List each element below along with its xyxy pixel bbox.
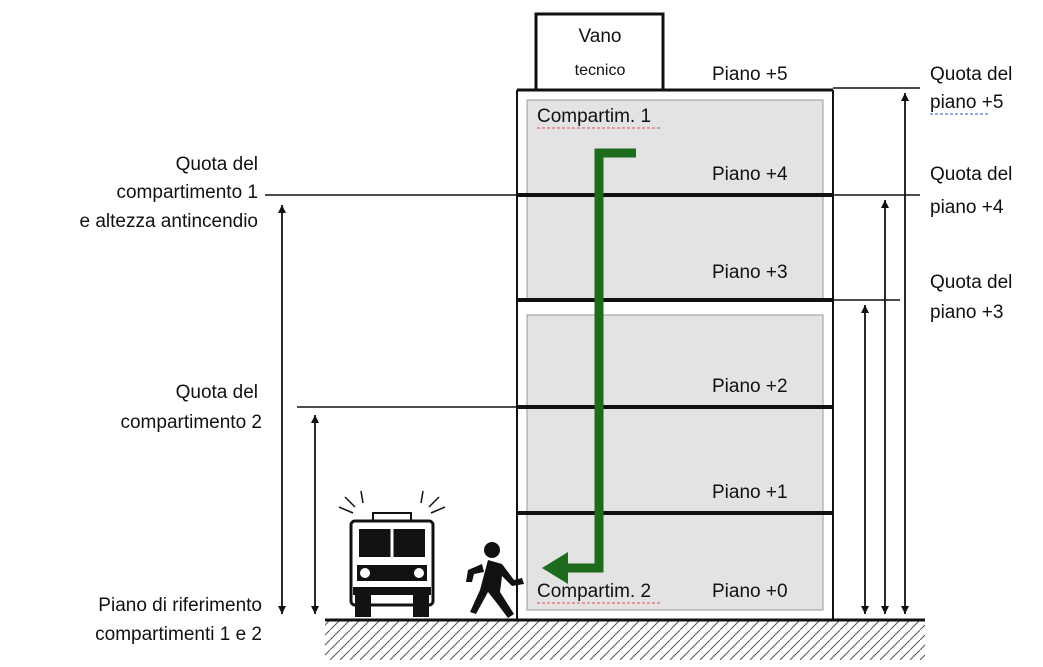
floor-label-piano-4: Piano +4	[712, 164, 788, 185]
technical-room-label-2: tecnico	[575, 62, 626, 79]
right-labels: Quota del piano +5 Quota del piano +4 Qu…	[930, 64, 1012, 323]
label-piano-riferimento-l1: Piano di riferimento	[98, 595, 262, 616]
label-quota-piano-5-l1: Quota del	[930, 64, 1012, 85]
running-person-icon	[466, 542, 524, 618]
label-quota-compartimento-1-l1: Quota del	[176, 154, 258, 175]
label-quota-piano-4-l1: Quota del	[930, 164, 1012, 185]
technical-room: Vano tecnico	[534, 12, 665, 92]
fire-truck-icon	[338, 490, 446, 617]
floor-label-piano-1: Piano +1	[712, 482, 788, 503]
compartment-2-area	[526, 314, 824, 611]
label-piano-riferimento-l2: compartimenti 1 e 2	[95, 624, 262, 645]
compartment-1-label: Compartim. 1	[537, 106, 651, 127]
label-quota-piano-3-l2: piano +3	[930, 302, 1003, 323]
label-quota-compartimento-2-l1: Quota del	[176, 382, 258, 403]
label-quota-compartimento-1-l2: compartimento 1	[116, 182, 258, 203]
label-quota-piano-3-l1: Quota del	[930, 272, 1012, 293]
compartment-2-label: Compartim. 2	[537, 581, 651, 602]
floor-label-piano-0: Piano +0	[712, 581, 788, 602]
ground	[325, 618, 925, 660]
escape-route-arrow-icon	[542, 148, 636, 584]
label-quota-piano-5-l2: piano +5	[930, 92, 1003, 113]
floor-labels: Piano +5 Piano +4 Piano +3 Piano +2 Pian…	[712, 64, 788, 602]
label-quota-compartimento-2-l2: compartimento 2	[120, 412, 262, 433]
technical-room-label-1: Vano	[579, 26, 622, 47]
building	[516, 88, 834, 620]
label-quota-piano-4-l2: piano +4	[930, 197, 1004, 218]
floor-label-piano-5: Piano +5	[712, 64, 788, 85]
label-quota-compartimento-1-l3: e altezza antincendio	[79, 211, 258, 232]
floor-label-piano-2: Piano +2	[712, 376, 788, 397]
floor-label-piano-3: Piano +3	[712, 262, 788, 283]
left-labels: Quota del compartimento 1 e altezza anti…	[79, 154, 262, 645]
